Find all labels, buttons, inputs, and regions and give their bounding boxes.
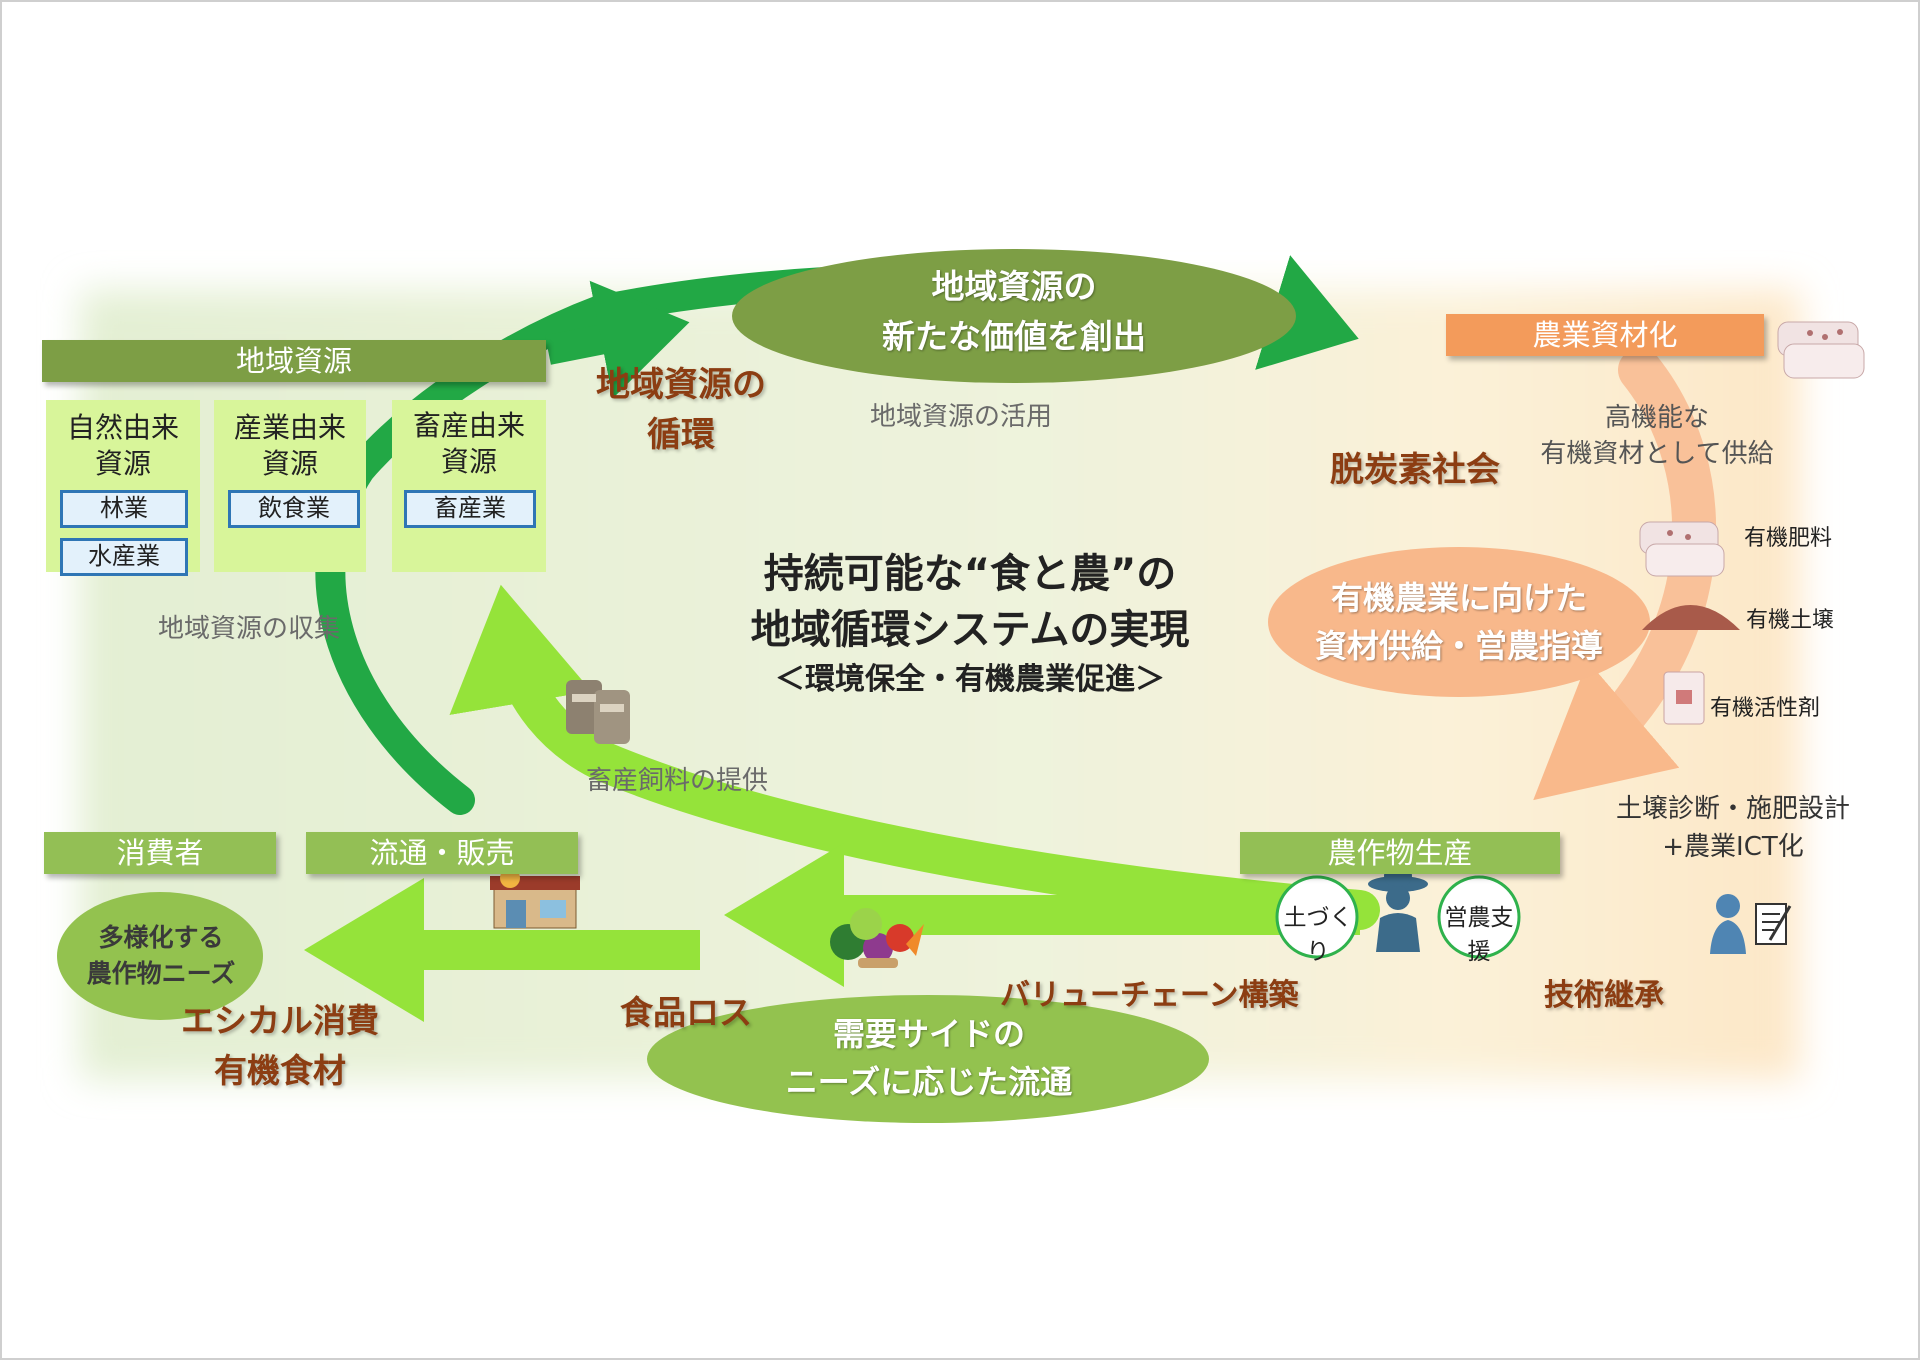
utilization-label: 地域資源の活用 (870, 402, 1053, 432)
soil-pile-icon (1642, 605, 1740, 630)
title-line3: ＜環境保全・有機農業促進＞ (775, 662, 1165, 697)
title-line1: 持続可能な“食と農”の (763, 551, 1177, 597)
material-soil: 有機土壌 (1746, 608, 1835, 633)
organic-ellipse-line2: 資材供給・営農指導 (1314, 627, 1603, 665)
demand-line1: 需要サイドの (832, 1015, 1025, 1053)
diverse-line2: 農作物ニーズ (86, 959, 236, 988)
vegetables-icon (830, 908, 924, 968)
shop-icon (490, 868, 580, 929)
farming-support-circle (1437, 875, 1521, 959)
title-line2: 地域循環システムの実現 (750, 607, 1190, 653)
demand-line2: ニーズに応じた流通 (785, 1063, 1073, 1101)
crop-production-header: 農作物生産 (1240, 832, 1560, 874)
ethical-label: エシカル消費 有機食材 (160, 996, 400, 1096)
material-activator: 有機活性剤 (1710, 696, 1821, 721)
material-bag-icon (1777, 321, 1865, 379)
industrial-resource-label: 産業由来 資源 (233, 411, 346, 480)
agri-materials-header: 農業資材化 (1446, 314, 1764, 356)
teacher-icon (1710, 894, 1792, 954)
organic-ellipse (1268, 547, 1650, 697)
soil-diagnosis: 土壌診断・施肥設計 +農業ICT化 (1596, 790, 1870, 866)
demand-ellipse-text: 需要サイドの ニーズに応じた流通 (648, 1010, 1210, 1106)
circulation-line1: 地域資源の (596, 365, 766, 405)
tech-inheritance-label: 技術継承 (1544, 978, 1664, 1013)
feed-label: 畜産飼料の提供 (586, 766, 769, 796)
farmer-icon (1368, 866, 1428, 952)
center-title: 持続可能な“食と農”の 地域循環システムの実現 ＜環境保全・有機農業促進＞ (700, 546, 1240, 702)
industrial-resource-card: 産業由来 資源 (214, 400, 366, 572)
material-fertilizer: 有機肥料 (1744, 526, 1833, 551)
top-ellipse-text: 地域資源の 新たな価値を創出 (732, 262, 1296, 362)
soil-making-circle (1275, 875, 1359, 959)
soil-making-label: 土づくり (1283, 905, 1353, 965)
diverse-ellipse (57, 892, 263, 1020)
farming-support-label: 営農支援 (1444, 905, 1514, 965)
tag-food-service: 飲食業 (228, 490, 360, 528)
fertilizer-bag-icon (1639, 521, 1725, 577)
activator-bag-icon (1663, 671, 1705, 725)
tag-forestry: 林業 (60, 490, 188, 528)
ethical-line1: エシカル消費 (181, 1001, 379, 1040)
soil-diagnosis-line2: +農業ICT化 (1662, 832, 1804, 862)
value-chain-label: バリューチェーン構築 (1000, 978, 1299, 1013)
tag-livestock: 畜産業 (404, 490, 536, 528)
food-loss-label: 食品ロス (620, 993, 752, 1032)
feed-bag-icon (566, 680, 630, 744)
top-ellipse-line1: 地域資源の (931, 267, 1097, 306)
top-ellipse (732, 249, 1296, 383)
supply-label: 高機能な 有機資材として供給 (1530, 400, 1784, 472)
supply-line1: 高機能な (1604, 403, 1709, 433)
feed-arrow-lime (449, 584, 1380, 930)
top-ellipse-line2: 新たな価値を創出 (882, 317, 1146, 356)
diverse-line1: 多様化する (98, 923, 224, 952)
natural-resource-label: 自然由来 資源 (66, 411, 179, 480)
demand-ellipse (647, 995, 1209, 1123)
diverse-needs-text: 多様化する 農作物ニーズ (58, 920, 264, 992)
circulation-label: 地域資源の 循環 (576, 360, 786, 460)
organic-ellipse-line1: 有機農業に向けた (1330, 579, 1587, 617)
soil-diagnosis-line1: 土壌診断・施肥設計 (1615, 794, 1850, 824)
distribution-header: 流通・販売 (306, 832, 578, 874)
circulation-arrow-upper (545, 280, 690, 399)
decarbon-label: 脱炭素社会 (1330, 450, 1500, 490)
consumers-header: 消費者 (44, 832, 276, 874)
livestock-resource-card: 畜産由来 資源 (392, 400, 546, 572)
tag-fishery: 水産業 (60, 538, 188, 576)
supply-line2: 有機資材として供給 (1540, 439, 1774, 469)
circulation-line2: 循環 (647, 415, 715, 455)
resource-collection-label: 地域資源の収集 (158, 614, 341, 644)
ethical-line2: 有機食材 (214, 1051, 346, 1090)
organic-ellipse-text: 有機農業に向けた 資材供給・営農指導 (1268, 574, 1650, 670)
livestock-resource-label: 畜産由来 資源 (412, 409, 525, 478)
regional-resources-header: 地域資源 (42, 340, 546, 382)
